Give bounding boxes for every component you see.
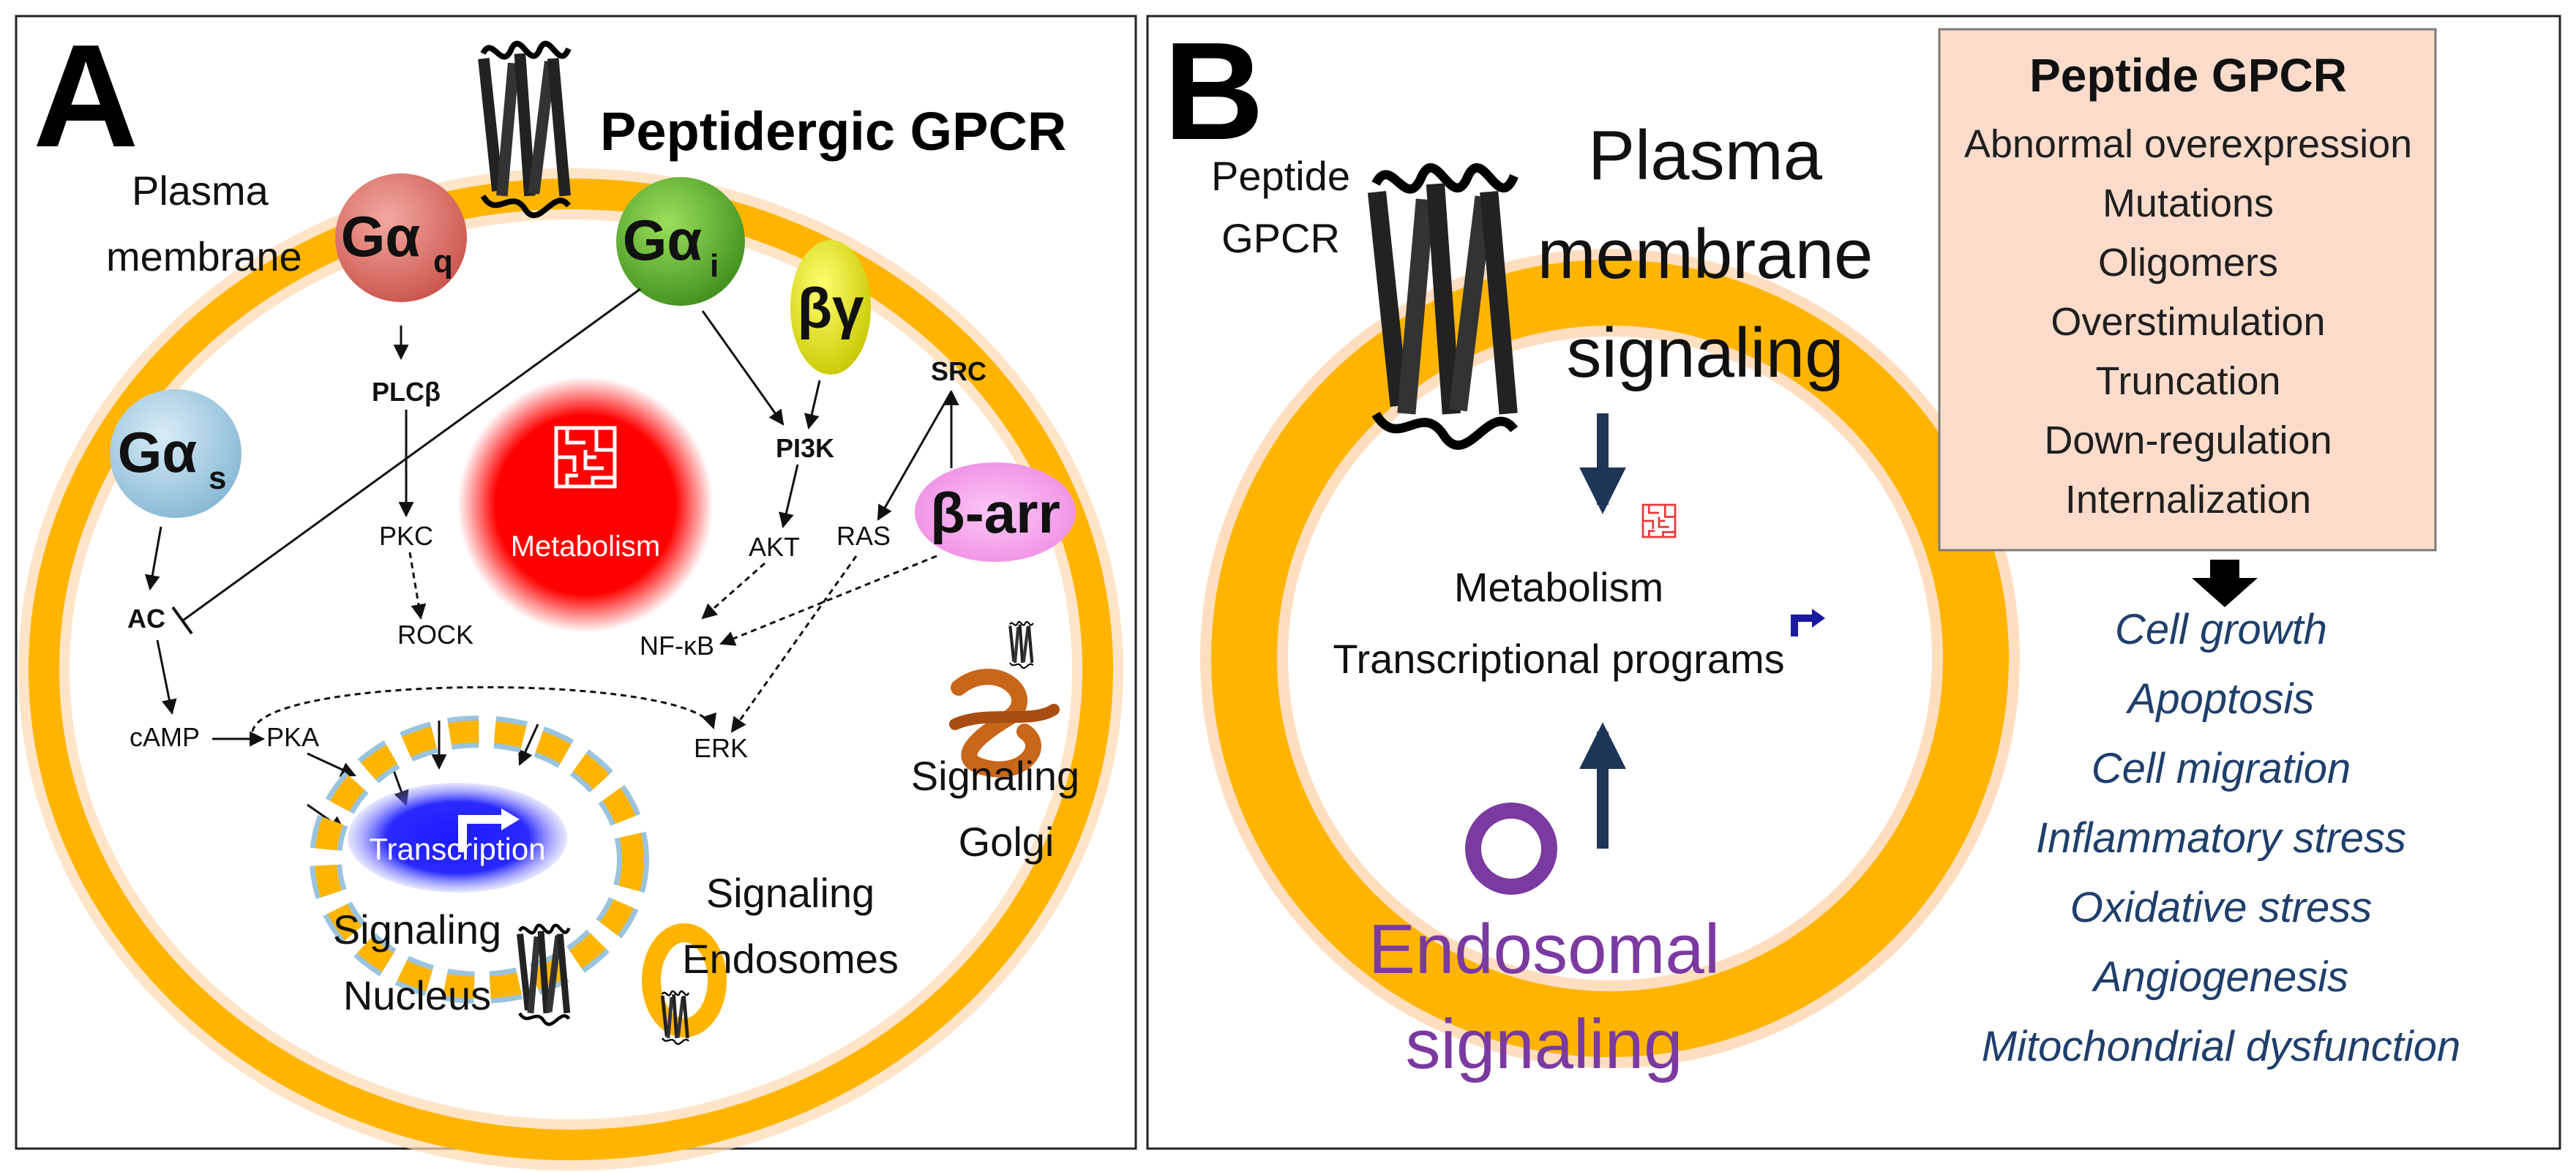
by-protein: βγ [790, 240, 871, 375]
peptide-gpcr-label-1: Peptide [1211, 153, 1350, 199]
node-src: SRC [931, 356, 986, 386]
box-item: Down-regulation [2044, 418, 2332, 462]
node-ras: RAS [836, 521, 891, 551]
box-item: Overstimulation [2051, 300, 2325, 344]
node-nfkb: NF-κB [640, 631, 714, 661]
endosomal-signaling-label-1: Endosomal [1368, 910, 1720, 988]
gaq-label: Gα [341, 204, 421, 268]
panel-b-transcription-icon [1791, 615, 1815, 636]
panel-a-title: Peptidergic GPCR [600, 101, 1066, 162]
pathway-arrows [144, 288, 959, 832]
box-title: Peptide GPCR [2029, 49, 2347, 102]
barr-protein: β-arr [915, 462, 1076, 562]
plasma-membrane-label-1: Plasma [132, 168, 269, 214]
gas-protein: Gα s [110, 389, 242, 518]
panel-a: A Peptidergic GPCR Plasma membrane Gα q … [15, 15, 1137, 1171]
node-ac: AC [127, 604, 165, 634]
outcome-item: Apoptosis [2126, 675, 2315, 723]
barr-label: β-arr [930, 481, 1060, 545]
gaq-protein: Gα q [335, 173, 467, 302]
pm-signaling-label-2: membrane [1538, 215, 1873, 293]
nucleus: Transcription Signaling Nucleus [310, 715, 649, 1024]
endosome-ring-icon [1465, 803, 1557, 895]
node-pi3k: PI3K [776, 433, 834, 463]
gaq-sub: q [433, 244, 453, 279]
node-rock: ROCK [397, 620, 473, 650]
metabolism-blob: Metabolism [457, 377, 714, 633]
gai-label: Gα [623, 208, 703, 272]
box-item: Internalization [2065, 478, 2311, 522]
plasma-membrane-label-2: membrane [106, 233, 302, 279]
outcome-item: Oxidative stress [2070, 884, 2373, 931]
plasma-membrane-ring [29, 179, 1113, 1160]
pm-signaling-label-1: Plasma [1588, 116, 1823, 195]
by-label: βγ [798, 276, 865, 340]
box-down-arrow [2192, 560, 2258, 607]
panel-b-letter: B [1164, 14, 1264, 169]
outcome-item: Mitochondrial dysfunction [1982, 1023, 2460, 1070]
signaling-golgi-label-1: Signaling [911, 753, 1079, 799]
endosomal-signaling-label-2: signaling [1406, 1005, 1683, 1083]
gas-label: Gα [118, 420, 198, 484]
gas-sub: s [209, 460, 226, 496]
node-plcb: PLCβ [372, 377, 441, 407]
box-items: Abnormal overexpressionMutationsOligomer… [1964, 122, 2412, 522]
golgi: Signaling Golgi [911, 620, 1079, 865]
transcription-start-icon [458, 815, 505, 852]
metabolism-label: Metabolism [511, 530, 661, 563]
outcome-item: Cell growth [2115, 606, 2327, 653]
outcome-item: Cell migration [2092, 745, 2351, 792]
node-erk: ERK [694, 733, 748, 763]
node-pkc: PKC [379, 521, 433, 551]
panel-a-letter: A [33, 15, 138, 178]
endosome: Signaling Endosomes [642, 870, 899, 1045]
outcome-item: Angiogenesis [2092, 953, 2348, 1001]
pm-signaling-label-3: signaling [1567, 314, 1844, 392]
signaling-golgi-label-2: Golgi [959, 819, 1055, 865]
signaling-nucleus-label-2: Nucleus [343, 972, 491, 1018]
node-pka: PKA [266, 722, 319, 752]
box-item: Oligomers [2098, 241, 2278, 285]
gai-sub: i [710, 248, 719, 284]
node-akt: AKT [749, 532, 800, 562]
gai-protein: Gα i [616, 177, 745, 306]
center-label-2: Transcriptional programs [1333, 636, 1784, 682]
panel-b-membrane-ring [1211, 260, 2009, 1057]
signaling-nucleus-label-1: Signaling [333, 906, 501, 953]
node-camp: cAMP [130, 722, 200, 752]
outcome-item: Inflammatory stress [2036, 814, 2406, 862]
signaling-endosomes-label-2: Endosomes [682, 936, 899, 982]
peptide-gpcr-label-2: GPCR [1221, 215, 1340, 261]
box-item: Truncation [2095, 359, 2280, 403]
transcription-label: Transcription [369, 832, 545, 866]
center-label-1: Metabolism [1454, 564, 1663, 610]
box-item: Mutations [2103, 181, 2274, 225]
peptide-gpcr-box [1938, 28, 2437, 552]
box-item: Abnormal overexpression [1964, 122, 2412, 166]
signaling-endosomes-label-1: Signaling [706, 870, 875, 916]
panel-b: B Peptide GPCR Plasma membrane signaling… [1146, 14, 2561, 1150]
